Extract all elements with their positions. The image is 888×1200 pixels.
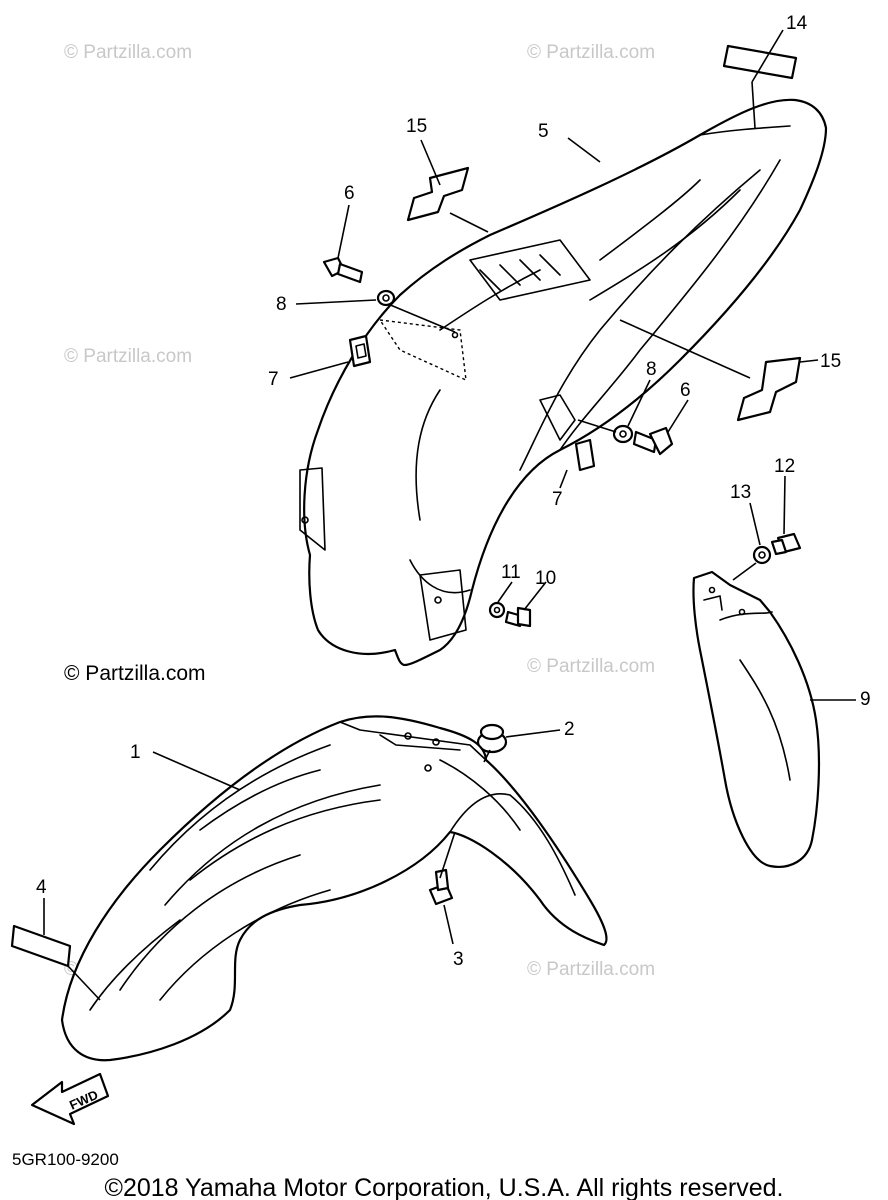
callout-6: 6 bbox=[680, 380, 691, 401]
watermark-prominent: © Partzilla.com bbox=[64, 662, 206, 685]
callout-2: 2 bbox=[564, 719, 575, 740]
front-fender bbox=[60, 715, 608, 1062]
callout-12: 12 bbox=[774, 456, 795, 477]
copyright-notice: ©2018 Yamaha Motor Corporation, U.S.A. A… bbox=[105, 1174, 784, 1200]
callout-4: 4 bbox=[36, 877, 47, 898]
callout-7: 7 bbox=[552, 489, 563, 510]
decal-15-left bbox=[406, 166, 470, 222]
nut-7-left bbox=[348, 334, 372, 368]
washer-13 bbox=[752, 545, 772, 565]
watermark: © Partzilla.com bbox=[527, 959, 655, 980]
fwd-arrow: FWD bbox=[30, 1072, 110, 1126]
callout-10: 10 bbox=[535, 568, 556, 589]
callout-7: 7 bbox=[268, 369, 279, 390]
callout-9: 9 bbox=[860, 689, 871, 710]
mud-flap bbox=[692, 570, 821, 868]
callout-13: 13 bbox=[730, 482, 751, 503]
callout-8: 8 bbox=[646, 359, 657, 380]
decal-4 bbox=[10, 924, 72, 968]
watermark: © Partzilla.com bbox=[64, 346, 192, 367]
collar-8-left bbox=[376, 289, 396, 307]
callouts: 14 5 15 6 8 7 15 8 6 7 13 12 11 10 2 9 1… bbox=[36, 13, 871, 970]
callout-3: 3 bbox=[453, 949, 464, 970]
bolt-6-left bbox=[322, 256, 364, 284]
grommet-2 bbox=[476, 723, 508, 754]
hardware bbox=[322, 256, 802, 906]
nut-7-right bbox=[574, 438, 596, 472]
watermark: © Partzilla.com bbox=[64, 42, 192, 63]
callout-15: 15 bbox=[406, 116, 427, 137]
callout-5: 5 bbox=[538, 121, 549, 142]
leader-lines bbox=[43, 29, 856, 1001]
collar-8-right bbox=[612, 424, 634, 444]
callout-14: 14 bbox=[786, 13, 808, 34]
decal-14 bbox=[722, 44, 798, 80]
bolt-6-right bbox=[632, 426, 674, 456]
washer-11 bbox=[488, 601, 506, 619]
callout-15: 15 bbox=[820, 351, 841, 372]
callout-1: 1 bbox=[130, 742, 141, 763]
callout-8: 8 bbox=[276, 294, 287, 315]
callout-6: 6 bbox=[344, 183, 355, 204]
callout-11: 11 bbox=[501, 562, 521, 583]
rear-fender bbox=[299, 98, 828, 667]
watermark: © Partzilla.com bbox=[527, 656, 655, 677]
screw-10 bbox=[504, 606, 532, 628]
decals bbox=[406, 44, 802, 422]
watermark: © Partzilla.com bbox=[527, 42, 655, 63]
decal-15-right bbox=[736, 356, 802, 422]
screw-12 bbox=[770, 532, 802, 556]
diagram-code: 5GR100-9200 bbox=[12, 1150, 119, 1169]
